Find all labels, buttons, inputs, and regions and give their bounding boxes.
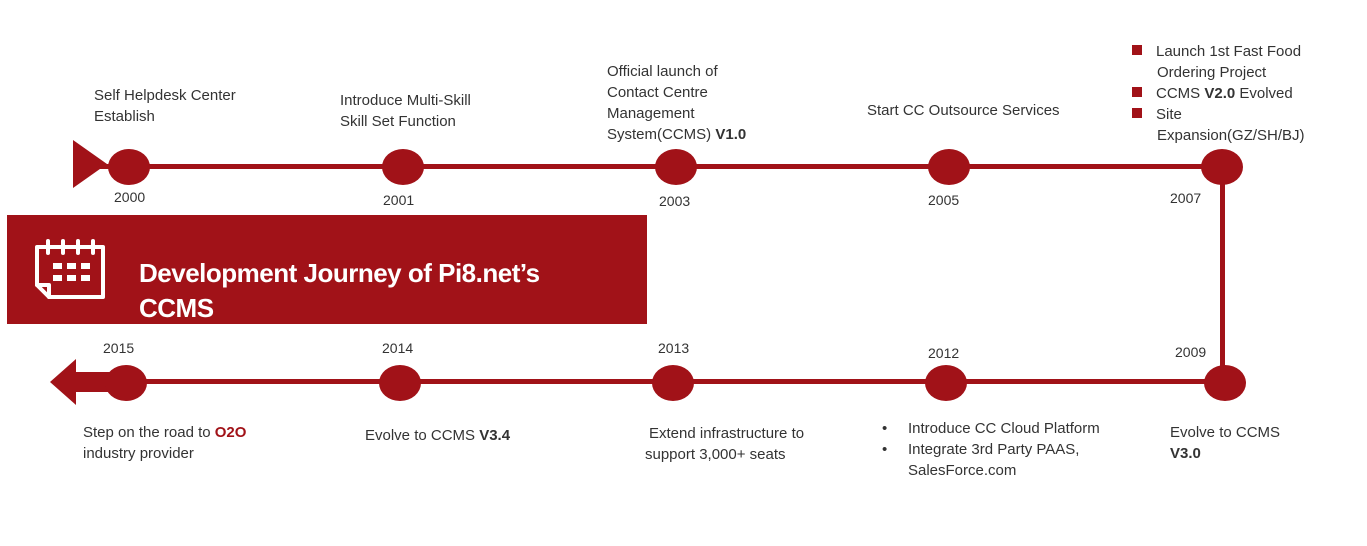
version-badge: V1.0 [715,126,747,143]
year-label-2014: 2014 [382,340,414,356]
year-label-2009: 2009 [1175,344,1207,360]
milestone-dot-2005 [928,149,970,185]
play-arrow-icon [73,140,107,188]
milestone-2007-text: Launch 1st Fast Food Ordering Project CC… [1132,41,1305,146]
bullet-dot-icon: • [882,420,888,437]
milestone-2012-text: •Introduce CC Cloud Platform •Integrate … [882,420,1100,479]
year-label-2007: 2007 [1170,190,1202,206]
year-label-2015: 2015 [103,340,135,356]
bullet-dot-icon: • [882,441,888,458]
list-item: Launch 1st Fast Food [1132,41,1305,62]
year-label-2000: 2000 [114,189,146,205]
milestone-dot-2003 [655,149,697,185]
milestone-dot-2012 [925,365,967,401]
milestone-2015-text: Step on the road to O2O industry provide… [83,424,247,462]
milestone-2013-text: Extend infrastructure to support 3,000+ … [645,425,805,463]
year-label-2012: 2012 [928,345,960,361]
milestone-2001-text: Introduce Multi-Skill Skill Set Function [340,92,471,130]
year-label-2005: 2005 [928,192,960,208]
milestone-2005-text: Start CC Outsource Services [867,102,1060,119]
page-title: Development Journey of Pi8.net’s CCMS [139,258,540,323]
version-badge: V2.0 [1204,85,1236,102]
milestone-dot-2001 [382,149,424,185]
milestone-dot-2013 [652,365,694,401]
milestone-dot-2000 [108,149,150,185]
square-bullet-icon [1132,87,1142,97]
year-label-2001: 2001 [383,192,415,208]
milestone-dot-2007 [1201,149,1243,185]
timeline-connector-line [1220,167,1225,383]
milestone-dot-2015 [105,365,147,401]
milestone-dot-2009 [1204,365,1246,401]
year-label-2013: 2013 [658,340,690,356]
title-banner: Development Journey of Pi8.net’s CCMS [7,215,647,324]
milestone-dot-2014 [379,365,421,401]
list-item: CCMS V2.0 Evolved [1132,83,1305,104]
left-arrow-icon [50,359,122,405]
calendar-icon [35,239,105,299]
milestone-2003-text: Official launch of Contact Centre Manage… [607,63,747,143]
version-badge: V3.4 [479,427,511,444]
list-item: •Integrate 3rd Party PAAS, [882,441,1080,458]
milestone-2000-text: Self Helpdesk Center Establish [94,87,236,125]
year-label-2003: 2003 [659,193,691,209]
version-badge: V3.0 [1170,445,1201,462]
milestone-2009-text: Evolve to CCMS V3.0 [1170,424,1281,462]
square-bullet-icon [1132,108,1142,118]
list-item: •Introduce CC Cloud Platform [882,420,1100,437]
o2o-highlight: O2O [214,424,247,441]
square-bullet-icon [1132,45,1142,55]
list-item: Site [1132,104,1305,125]
milestone-2014-text: Evolve to CCMS V3.4 [365,427,511,444]
